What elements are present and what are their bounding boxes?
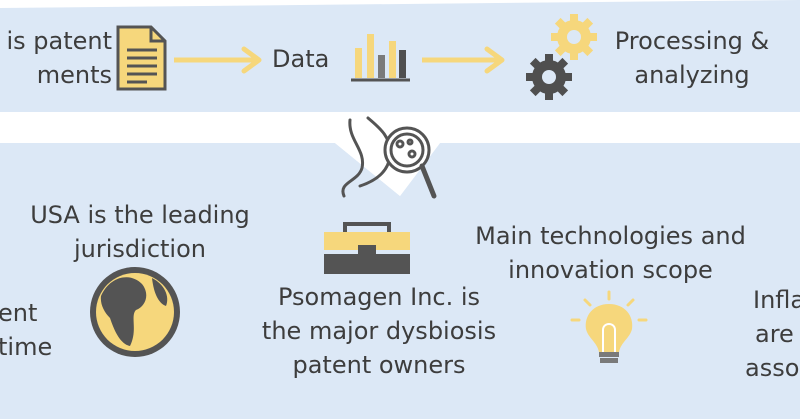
step-data-label: Data: [272, 45, 330, 73]
finding-right-edge-label: Infla are asso: [745, 286, 800, 382]
finding-left-edge-label: ent time: [0, 299, 53, 361]
finding-psomagen-label: Psomagen Inc. is the major dysbiosis pat…: [261, 283, 497, 379]
toolbox-icon: [324, 222, 410, 274]
finding-usa-label: USA is the leading jurisdiction: [30, 201, 250, 263]
step-processing-label: Processing & analyzing: [614, 27, 770, 89]
arrow-right-icon: [174, 46, 262, 74]
lightbulb-icon: [570, 290, 648, 363]
globe-icon: [90, 267, 180, 357]
document-icon: [116, 25, 167, 91]
arrow-right-icon: [422, 46, 505, 74]
gears-icon: [526, 14, 597, 100]
bar-chart-icon: [351, 34, 410, 82]
gut-magnifier-icon: [341, 116, 437, 199]
finding-technologies-label: Main technologies and innovation scope: [475, 222, 746, 284]
step-patent-documents-label: is patent ments: [6, 27, 112, 89]
